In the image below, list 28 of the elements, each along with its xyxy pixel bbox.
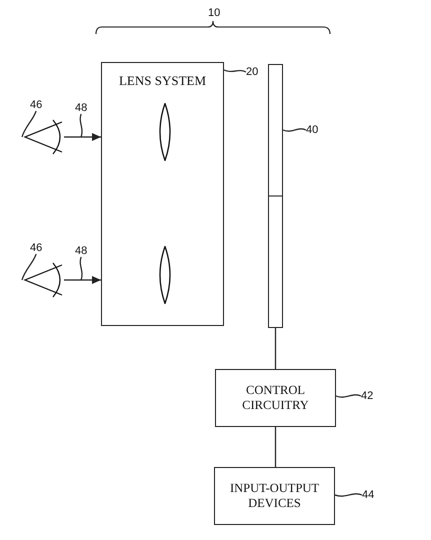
reference-numeral: 46 xyxy=(30,99,42,111)
leader-line xyxy=(80,114,83,138)
component-box: INPUT-OUTPUT DEVICES xyxy=(214,467,335,525)
reference-numeral: 10 xyxy=(208,7,220,19)
reference-numeral: 44 xyxy=(362,489,374,501)
reference-numeral: 42 xyxy=(361,390,374,402)
reference-numeral: 20 xyxy=(246,66,258,78)
vertical-panel xyxy=(268,64,283,328)
leader-line xyxy=(21,254,37,280)
arrow xyxy=(64,276,101,284)
reference-numeral: 48 xyxy=(75,102,88,114)
connector-line xyxy=(274,427,276,467)
component-box xyxy=(101,62,224,326)
leader-line xyxy=(224,69,246,73)
leader-line xyxy=(80,256,83,280)
leader-line xyxy=(282,128,306,132)
component-box: CONTROL CIRCUITRY xyxy=(215,369,336,427)
eye-icon xyxy=(22,262,64,298)
leader-line xyxy=(336,394,362,398)
block-title: LENS SYSTEM xyxy=(118,73,206,88)
leader-line xyxy=(334,493,362,497)
reference-numeral: 48 xyxy=(75,245,88,257)
arrow xyxy=(64,133,101,141)
reference-numeral: 46 xyxy=(30,242,42,254)
leader-line xyxy=(21,110,37,138)
connector-line xyxy=(274,328,276,369)
eye-icon xyxy=(22,119,64,155)
reference-numeral: 40 xyxy=(306,124,318,136)
